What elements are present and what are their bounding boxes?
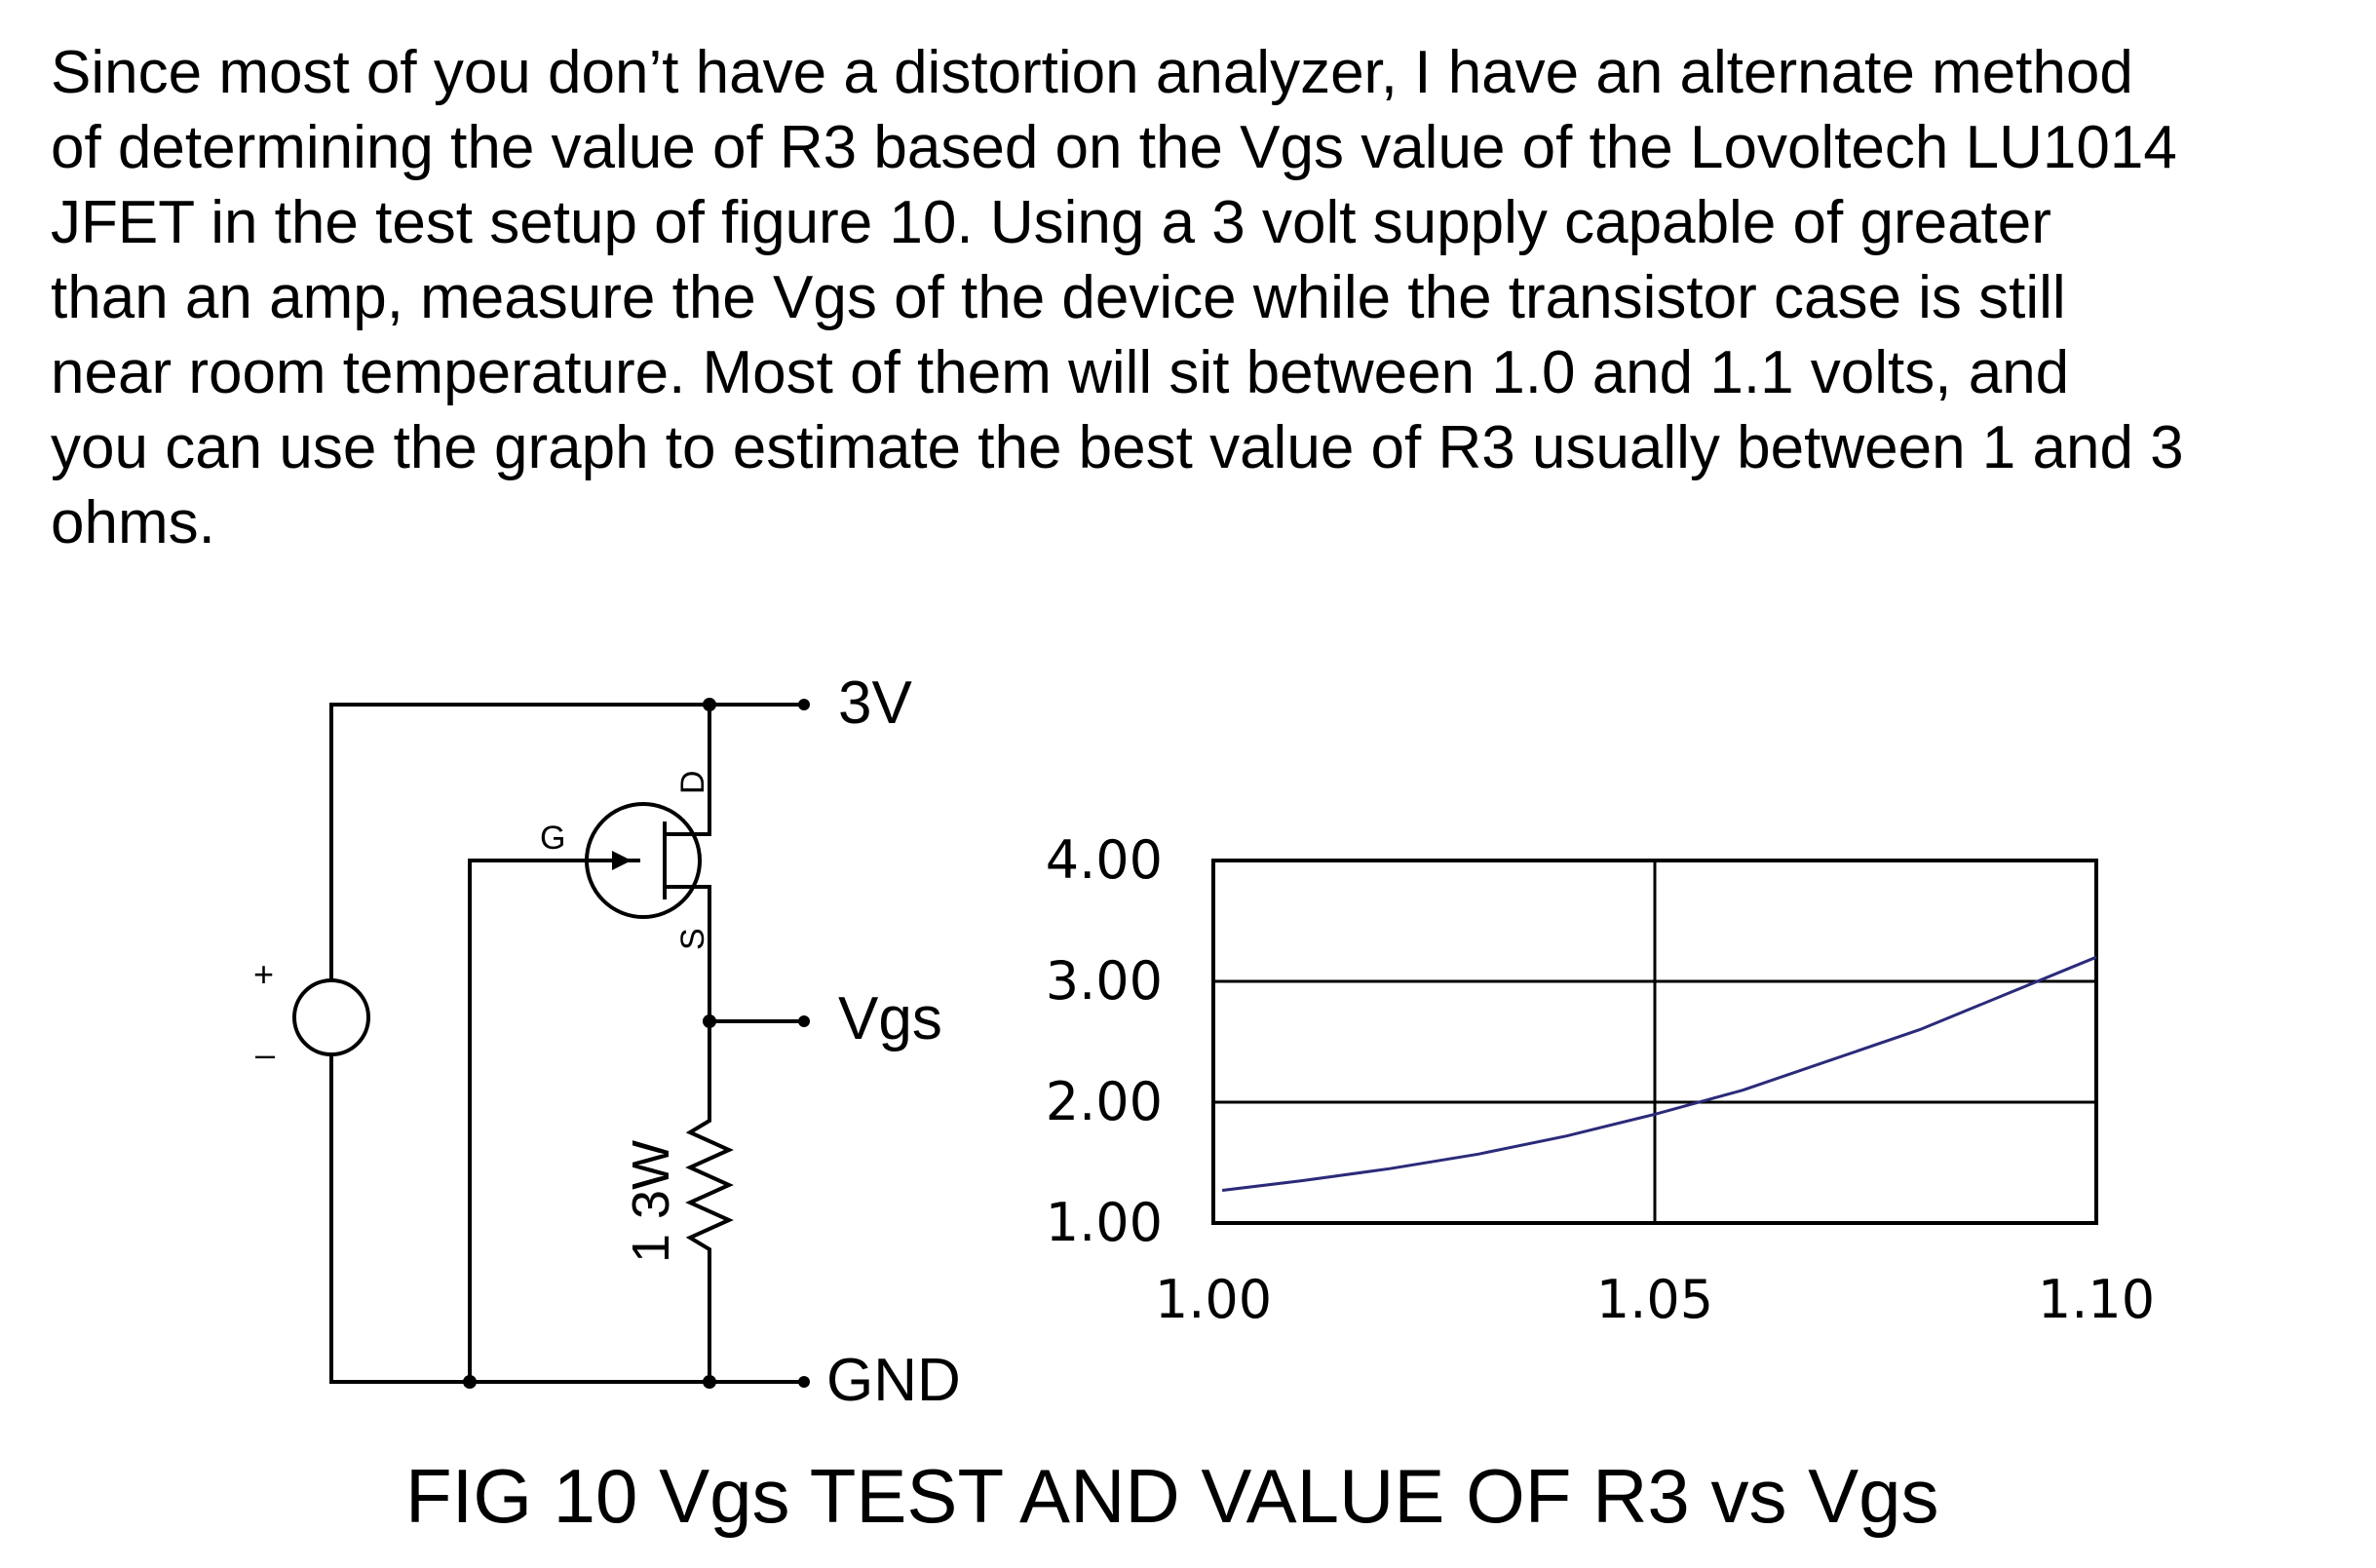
gate-arrow-icon [612, 851, 632, 870]
resistor-label: 1 3W [622, 1140, 680, 1263]
x-tick-label: 1.00 [1155, 1269, 1272, 1330]
junction-dot [703, 1375, 716, 1389]
series-line [1221, 955, 2097, 1192]
junction-dot [703, 698, 716, 711]
resistor-r3-icon [685, 1104, 734, 1384]
vgs-label: Vgs [838, 985, 942, 1052]
x-tick-label: 1.05 [1596, 1269, 1713, 1330]
terminal-dot [798, 1015, 810, 1027]
y-tick-label: 2.00 [1046, 1071, 1163, 1132]
y-tick-label: 1.00 [1046, 1192, 1163, 1253]
terminal-dot [798, 1376, 810, 1388]
r3-vs-vgs-chart: 4.00 3.00 2.00 1.00 1.00 1.05 1.10 [1046, 829, 2155, 1330]
paragraph-line: Since most of you don’t have a distortio… [51, 39, 2133, 106]
paragraph-line: near room temperature. Most of them will… [51, 339, 2070, 406]
y-tick-label: 3.00 [1046, 950, 1163, 1012]
terminal-dot [798, 699, 810, 710]
paragraph-line: you can use the graph to estimate the be… [51, 414, 2184, 481]
x-axis-ticks: 1.00 1.05 1.10 [1155, 1269, 2155, 1330]
plus-sign: + [253, 954, 274, 994]
chart-grid [1213, 860, 2096, 1223]
junction-dot [463, 1375, 477, 1389]
paragraph-line: ohms. [51, 489, 215, 556]
y-tick-label: 4.00 [1046, 829, 1163, 891]
minus-sign: – [255, 1034, 275, 1074]
paragraph-line: of determining the value of R3 based on … [51, 114, 2177, 181]
voltage-source-icon [292, 978, 370, 1056]
y-axis-ticks: 4.00 3.00 2.00 1.00 [1046, 829, 1163, 1253]
source-label: S [674, 928, 711, 950]
figure-caption: FIG 10 Vgs TEST AND VALUE OF R3 vs Vgs [405, 1453, 1939, 1539]
supply-label: 3V [838, 669, 912, 737]
paragraph-line: JFET in the test setup of figure 10. Usi… [51, 189, 2051, 256]
chart-series [1221, 955, 2097, 1192]
junction-dot [703, 1014, 716, 1028]
gnd-label: GND [826, 1347, 961, 1414]
x-tick-label: 1.10 [2038, 1269, 2155, 1330]
paragraph-line: than an amp, measure the Vgs of the devi… [51, 264, 2066, 331]
jfet-icon [585, 802, 702, 919]
test-circuit [292, 703, 806, 1384]
body-paragraph: Since most of you don’t have a distortio… [51, 35, 2360, 560]
plot-area [1211, 859, 2098, 1225]
gate-label: G [540, 820, 565, 857]
drain-label: D [674, 770, 711, 794]
